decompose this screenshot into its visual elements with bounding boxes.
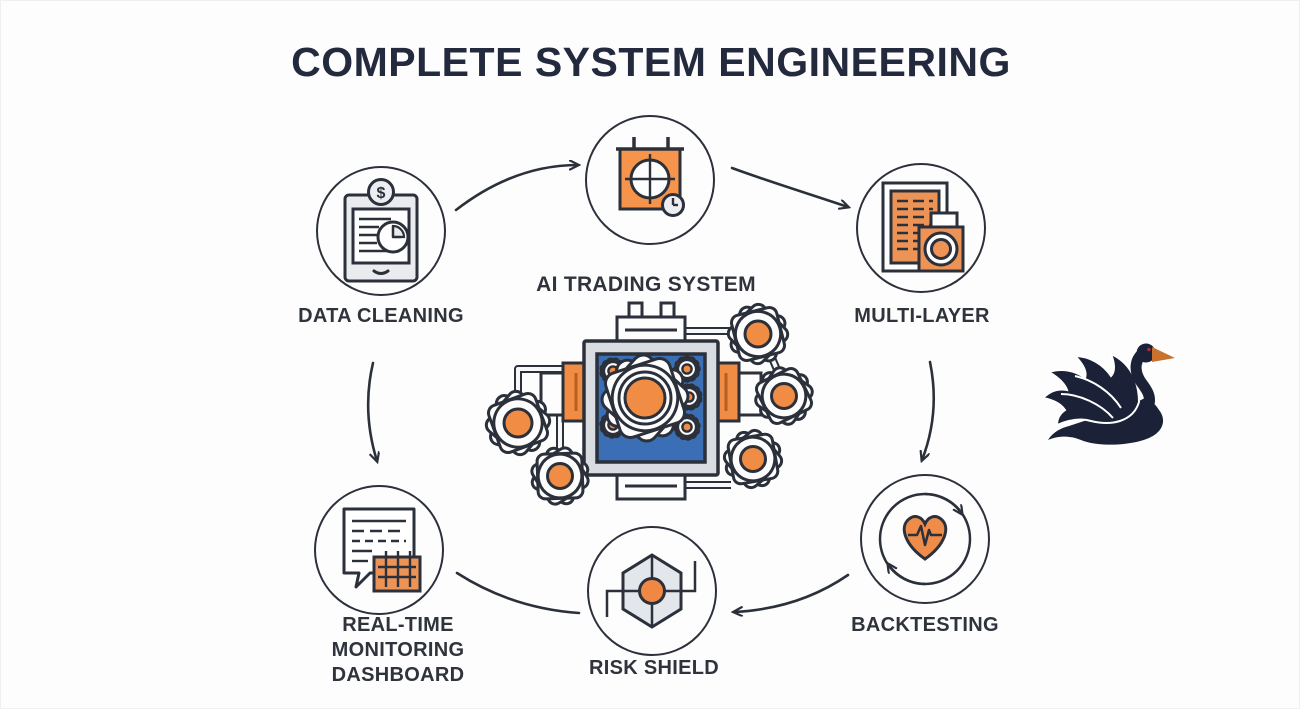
node-label-multi-layer: MULTI-LAYER (854, 305, 990, 327)
arrow-scheduler-to-multi-layer (730, 166, 848, 207)
chat-report-grid-icon (330, 501, 428, 599)
node-label-backtesting: BACKTESTING (851, 614, 999, 636)
node-data-cleaning: $ (316, 166, 446, 296)
heart-pulse-loop-icon (869, 483, 981, 595)
arrow-data-cleaning-to-scheduler (454, 165, 578, 212)
node-label-monitoring: REAL-TIME MONITORING DASHBOARD (331, 614, 465, 686)
node-label-risk-shield: RISK SHIELD (589, 657, 719, 679)
node-multi-layer (856, 163, 986, 293)
node-scheduler (585, 115, 715, 245)
node-monitoring (314, 485, 444, 615)
layered-documents-icon (873, 177, 969, 279)
calendar-target-clock-icon (604, 134, 696, 226)
page-title: COMPLETE SYSTEM ENGINEERING (291, 39, 1011, 85)
arrow-backtesting-to-risk-shield (734, 573, 850, 612)
arrow-multi-layer-to-backtesting (922, 360, 936, 460)
machine-panel-gears (589, 342, 708, 454)
arrow-data-cleaning-to-monitoring (366, 361, 377, 461)
node-backtesting (860, 474, 990, 604)
black-swan-logo (1041, 343, 1175, 445)
hexagon-circuit-icon (595, 543, 709, 639)
node-label-data-cleaning: DATA CLEANING (298, 305, 464, 327)
node-risk-shield (587, 526, 717, 656)
center-machine-label: AI TRADING SYSTEM (536, 273, 756, 296)
money-report-clock-icon: $ (334, 177, 428, 285)
gears-machine-icon (481, 301, 818, 516)
machine-outer-gears (481, 301, 818, 516)
dollar-glyph: $ (377, 185, 386, 202)
connector-monitoring-to-risk-shield (455, 571, 581, 615)
